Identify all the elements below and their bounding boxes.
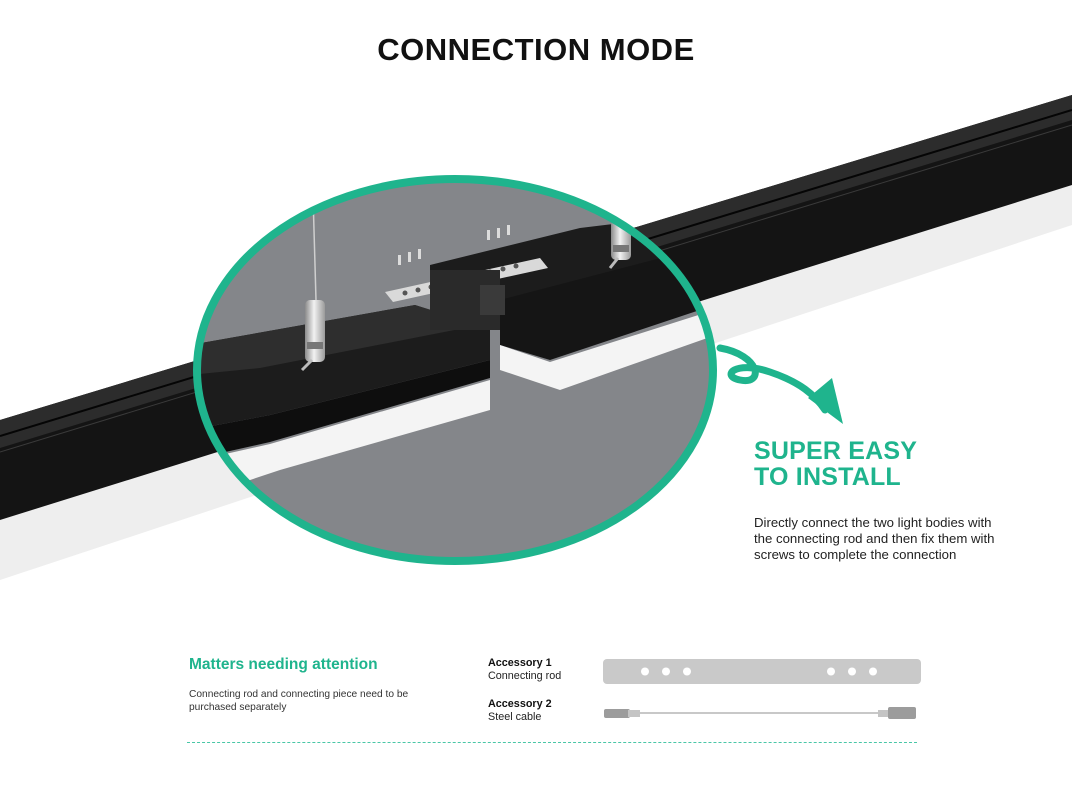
notice-title: Matters needing attention xyxy=(189,656,378,673)
notice-text: Connecting rod and connecting piece need… xyxy=(189,689,409,713)
headline-line-2: TO INSTALL xyxy=(754,463,901,491)
page-title: CONNECTION MODE xyxy=(377,32,695,67)
accessory-1-name: Connecting rod xyxy=(488,670,562,682)
dashed-divider xyxy=(187,742,917,743)
accessory-1-title: Accessory 1 xyxy=(488,657,552,669)
connecting-rod-image xyxy=(603,659,921,684)
zoom-ring xyxy=(193,175,717,565)
steel-cable-image xyxy=(604,707,916,719)
install-headline: SUPER EASY TO INSTALL xyxy=(754,438,1054,490)
accessory-2-name: Steel cable xyxy=(488,711,542,723)
curved-arrow-icon xyxy=(716,344,843,424)
headline-line-1: SUPER EASY xyxy=(754,437,918,465)
install-description: Directly connect the two light bodies wi… xyxy=(754,515,995,562)
accessory-2-title: Accessory 2 xyxy=(488,698,552,710)
